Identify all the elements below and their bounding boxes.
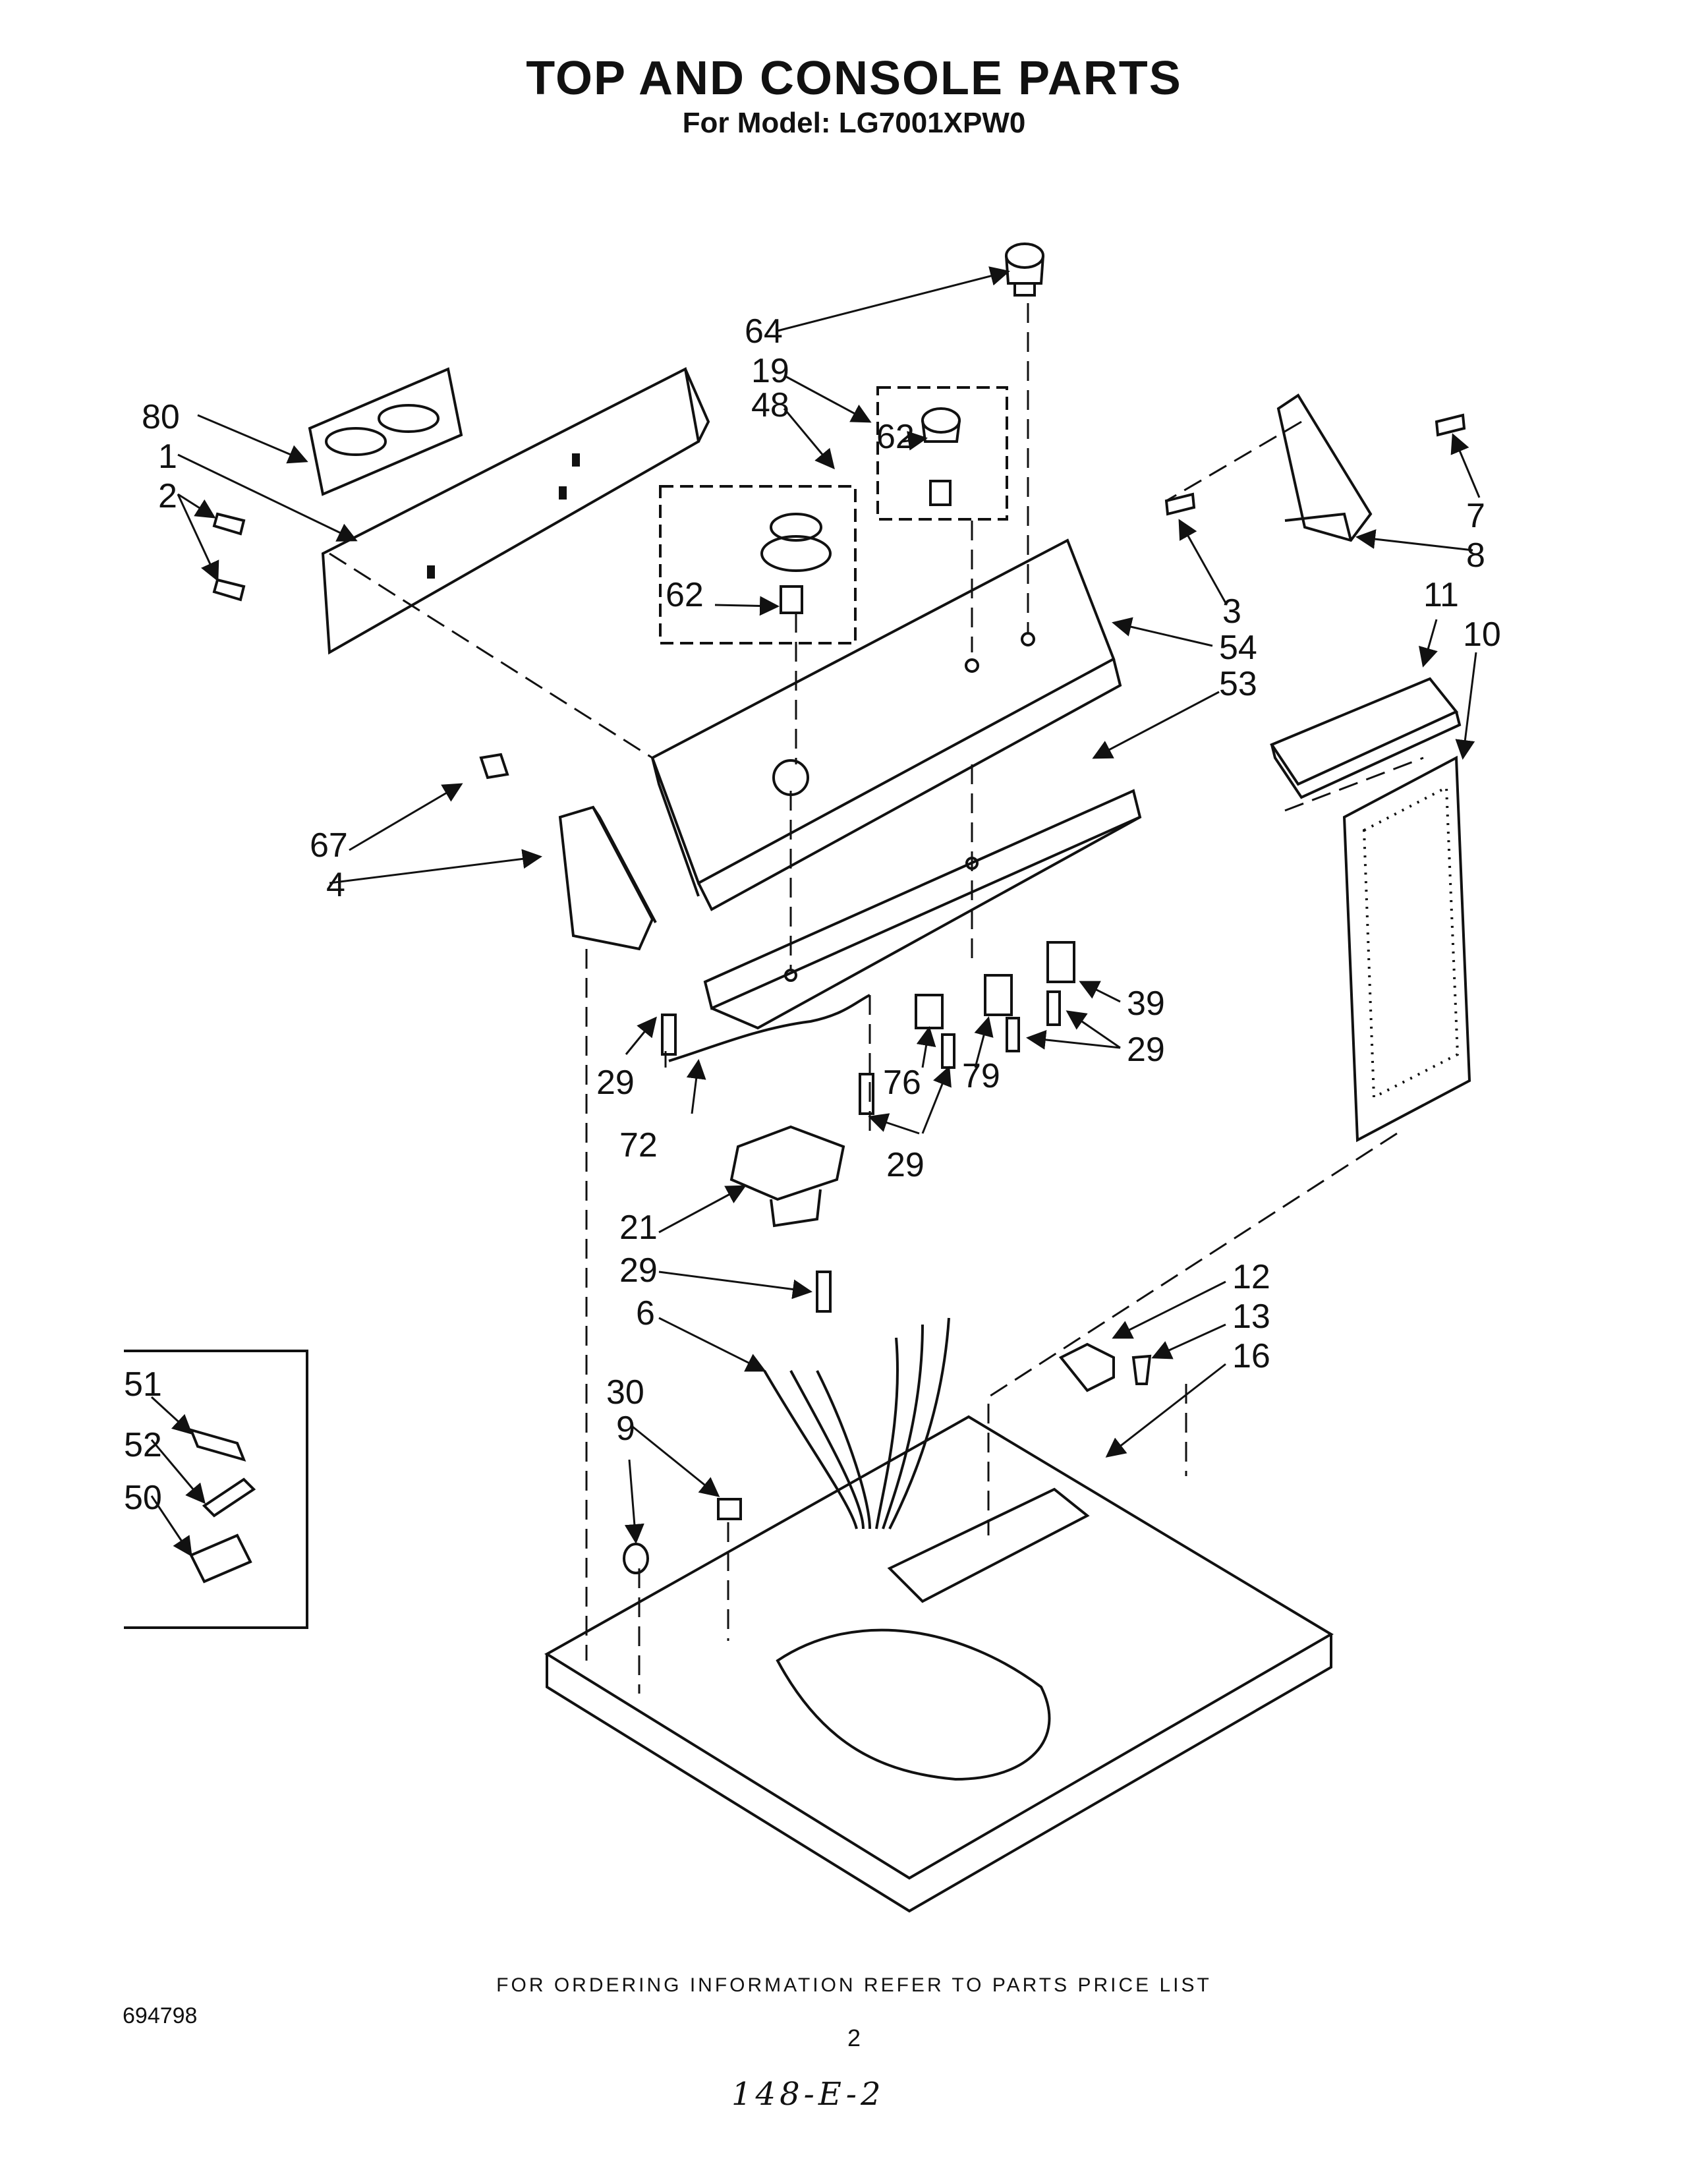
end-cap-part	[558, 805, 657, 951]
callout-53: 53	[1219, 665, 1257, 703]
callout-21: 21	[619, 1209, 658, 1247]
callout-39: 39	[1127, 985, 1165, 1023]
callout-29b: 29	[596, 1064, 635, 1102]
callout-79: 79	[962, 1057, 1000, 1095]
callout-30: 30	[606, 1373, 644, 1412]
callout-54: 54	[1219, 629, 1257, 667]
console-panel-part	[650, 538, 1122, 911]
lint-screen-part	[1342, 755, 1471, 1143]
alignment-lines	[329, 303, 1424, 1694]
ordering-note: FOR ORDERING INFORMATION REFER TO PARTS …	[496, 1974, 1212, 1996]
screws-part	[212, 512, 246, 602]
callout-3: 3	[1222, 592, 1241, 631]
callout-7: 7	[1466, 497, 1485, 535]
callout-72: 72	[619, 1126, 658, 1164]
callout-12: 12	[1232, 1258, 1270, 1296]
callout-64: 64	[745, 312, 783, 351]
callout-48: 48	[751, 386, 789, 424]
screws-29-part	[661, 990, 1061, 1313]
callout-4: 4	[326, 866, 345, 904]
grommet-9-part	[623, 1543, 649, 1574]
model-subtitle: For Model: LG7001XPW0	[682, 107, 1026, 139]
plug-30-part	[717, 1498, 742, 1520]
wire-harness-part	[763, 1317, 950, 1529]
rear-bracket-part	[321, 366, 710, 655]
switch-79-part	[984, 974, 1013, 1016]
callout-2: 2	[158, 477, 177, 515]
callout-10: 10	[1463, 615, 1501, 654]
ground-wire-part	[668, 994, 870, 1062]
callout-13: 13	[1232, 1298, 1270, 1336]
callout-80: 80	[142, 398, 180, 436]
callout-29a: 29	[1127, 1031, 1165, 1069]
page-number: 2	[847, 2024, 861, 2051]
callout-11: 11	[1423, 576, 1459, 614]
dashed-box-48	[659, 485, 857, 644]
lint-cover-part	[1269, 677, 1462, 799]
callout-1: 1	[158, 438, 177, 476]
callout-labels: 80 1 2 64 19 48 62 62 7 8 3 54 53 11 10 …	[124, 312, 1501, 1517]
leader-lines	[150, 266, 1481, 1557]
callout-29c: 29	[886, 1146, 925, 1184]
document-number: 694798	[123, 2003, 198, 2028]
clip-part	[479, 753, 509, 780]
callout-67: 67	[310, 826, 348, 865]
callout-8: 8	[1466, 536, 1485, 575]
switch-39-part	[1046, 941, 1075, 983]
callout-9: 9	[616, 1410, 635, 1448]
handwritten-note: 148-E-2	[731, 2076, 885, 2113]
callout-62b: 62	[666, 576, 704, 614]
callout-19: 19	[751, 352, 789, 390]
callout-52: 52	[124, 1426, 162, 1464]
top-panel-part	[544, 1415, 1334, 1913]
timer-knob-part	[1005, 243, 1044, 297]
callout-76: 76	[883, 1064, 921, 1102]
callout-29d: 29	[619, 1251, 658, 1290]
spring-clip-part	[1058, 1342, 1152, 1392]
callout-6: 6	[636, 1294, 655, 1332]
callout-50: 50	[124, 1479, 162, 1517]
side-bracket-part	[1164, 393, 1466, 542]
timer-motor-part	[729, 1125, 845, 1228]
terminal-inset-box	[124, 1350, 308, 1629]
control-box-part	[703, 789, 1142, 1030]
callout-62a: 62	[876, 418, 915, 456]
nameplate-part	[308, 367, 463, 496]
callout-51: 51	[124, 1365, 162, 1404]
page-title: TOP AND CONSOLE PARTS	[526, 52, 1182, 105]
switch-76-part	[915, 994, 944, 1029]
callout-16: 16	[1232, 1337, 1270, 1375]
